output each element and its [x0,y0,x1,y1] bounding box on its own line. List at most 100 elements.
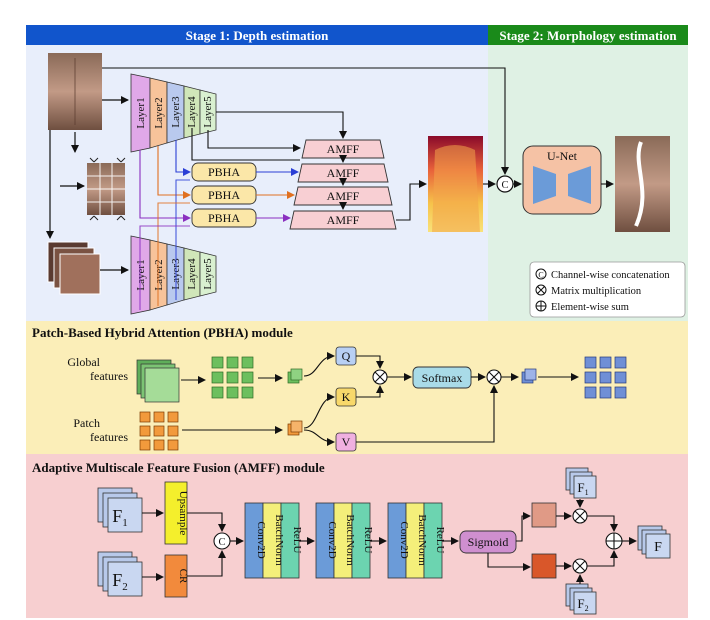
global-features-label-1: Global [67,355,100,369]
q-box: Q [335,346,357,366]
stage2-title: Stage 2: Morphology estimation [499,28,677,43]
encoder-bottom-layer1: Layer1 [135,259,147,290]
output-spine-image [615,136,670,232]
patch-features-grid [139,411,179,451]
v-label: V [342,435,351,449]
encoder-bottom-layer4: Layer4 [186,258,198,290]
patch-features-label-1: Patch [73,416,100,430]
unet-label: U-Net [547,149,578,163]
f1-small-label: F1 [577,480,588,497]
matmul-f2 [572,558,588,574]
encoder-top-layer4: Layer4 [186,96,198,128]
amff-block-1: AMFF [301,139,385,159]
legend-matmul: Matrix multiplication [551,286,642,297]
bn-label-2: BatchNorm [344,514,356,566]
amff-block-4: AMFF [289,210,397,230]
global-features-stack [136,359,180,403]
sigmoid-label: Sigmoid [468,535,509,549]
patch-features-label-2: features [90,430,128,444]
matmul-f1 [572,508,588,524]
amff-module-title: Adaptive Multiscale Feature Fusion (AMFF… [32,460,325,475]
pbha-module-title: Patch-Based Hybrid Attention (PBHA) modu… [32,325,293,340]
bn-label-1: BatchNorm [273,514,285,566]
upsample-label: Upsample [177,491,189,536]
amff-label-3: AMFF [327,189,360,203]
encoder-top-layer2: Layer2 [153,97,165,128]
bn-label-3: BatchNorm [416,514,428,566]
f-output-stack: F [637,525,671,559]
cr-box: CR [164,554,189,598]
cbr-block-2: Conv2D BatchNorm ReLU [315,502,374,579]
cbr-block-3: Conv2D BatchNorm ReLU [387,502,446,579]
global-features-label-2: features [90,369,128,383]
pbha-label-2: PBHA [208,188,240,202]
pbha-block-1: PBHA [191,162,257,182]
cr-label: CR [177,569,189,584]
weight-1 [531,502,557,528]
stage1-title: Stage 1: Depth estimation [186,28,329,43]
pbha-block-3: PBHA [191,208,257,228]
conv-label-3: Conv2D [398,521,410,558]
k-label: K [342,390,351,404]
patch-stack-image [47,241,101,295]
amff-block-3: AMFF [293,186,393,206]
legend-sum: Element-wise sum [551,302,629,313]
encoder-top-layer3: Layer3 [170,96,182,128]
unet-block: U-Net [522,145,602,215]
pbha-panel [26,321,688,454]
relu-label-3: ReLU [434,527,446,554]
legend-box: C Channel-wise concatenation Matrix mult… [529,261,686,318]
concat-letter: C [501,180,508,191]
softmax-box: Softmax [412,366,472,389]
patch-grid-image [87,157,126,221]
stage2-banner [488,25,688,45]
stage1-banner [26,25,488,45]
depth-map-image [428,136,483,232]
f1-small-stack: F1 [565,467,597,499]
f2-label: F2 [112,570,128,593]
pbha-label-1: PBHA [208,165,240,179]
matmul-1 [372,369,388,385]
encoder-top-layer1: Layer1 [135,97,147,128]
relu-label-1: ReLU [291,527,303,554]
cbr-block-1: Conv2D BatchNorm ReLU [244,502,303,579]
amff-concat-letter: C [218,537,225,548]
f1-stack: F1 [97,487,143,533]
global-token [287,368,303,384]
q-label: Q [342,349,351,363]
global-patch-grid [211,356,254,399]
sigmoid-box: Sigmoid [459,530,517,554]
conv-label-2: Conv2D [326,521,338,558]
amff-label-1: AMFF [327,142,360,156]
concat-symbol: C [496,175,514,193]
patch-token [287,420,303,436]
conv-label-1: Conv2D [255,521,267,558]
amff-block-2: AMFF [297,163,389,183]
k-box: K [335,387,357,407]
svg-text:C: C [538,271,543,280]
relu-label-2: ReLU [362,527,374,554]
f-output-label: F [654,540,662,555]
encoder-top: Layer1 Layer2 Layer3 Layer4 Layer5 [130,73,217,153]
pbha-label-3: PBHA [208,211,240,225]
elementwise-sum [605,532,623,550]
f2-stack: F2 [97,551,143,597]
pbha-block-2: PBHA [191,185,257,205]
matmul-2 [486,369,502,385]
amff-label-2: AMFF [327,166,360,180]
attention-token [521,368,537,384]
v-box: V [335,432,357,452]
output-feature-grid [584,356,627,399]
f2-small-stack: F2 [565,583,597,615]
encoder-top-layer5: Layer5 [202,96,214,128]
softmax-label: Softmax [422,371,463,385]
encoder-bottom-layer5: Layer5 [202,258,214,290]
legend-concat: Channel-wise concatenation [551,270,670,281]
upsample-box: Upsample [164,481,189,545]
amff-label-4: AMFF [327,213,360,227]
amff-concat: C [213,532,231,550]
f1-label: F1 [112,506,128,529]
f2-small-label: F2 [577,596,588,613]
weight-2 [531,553,557,579]
